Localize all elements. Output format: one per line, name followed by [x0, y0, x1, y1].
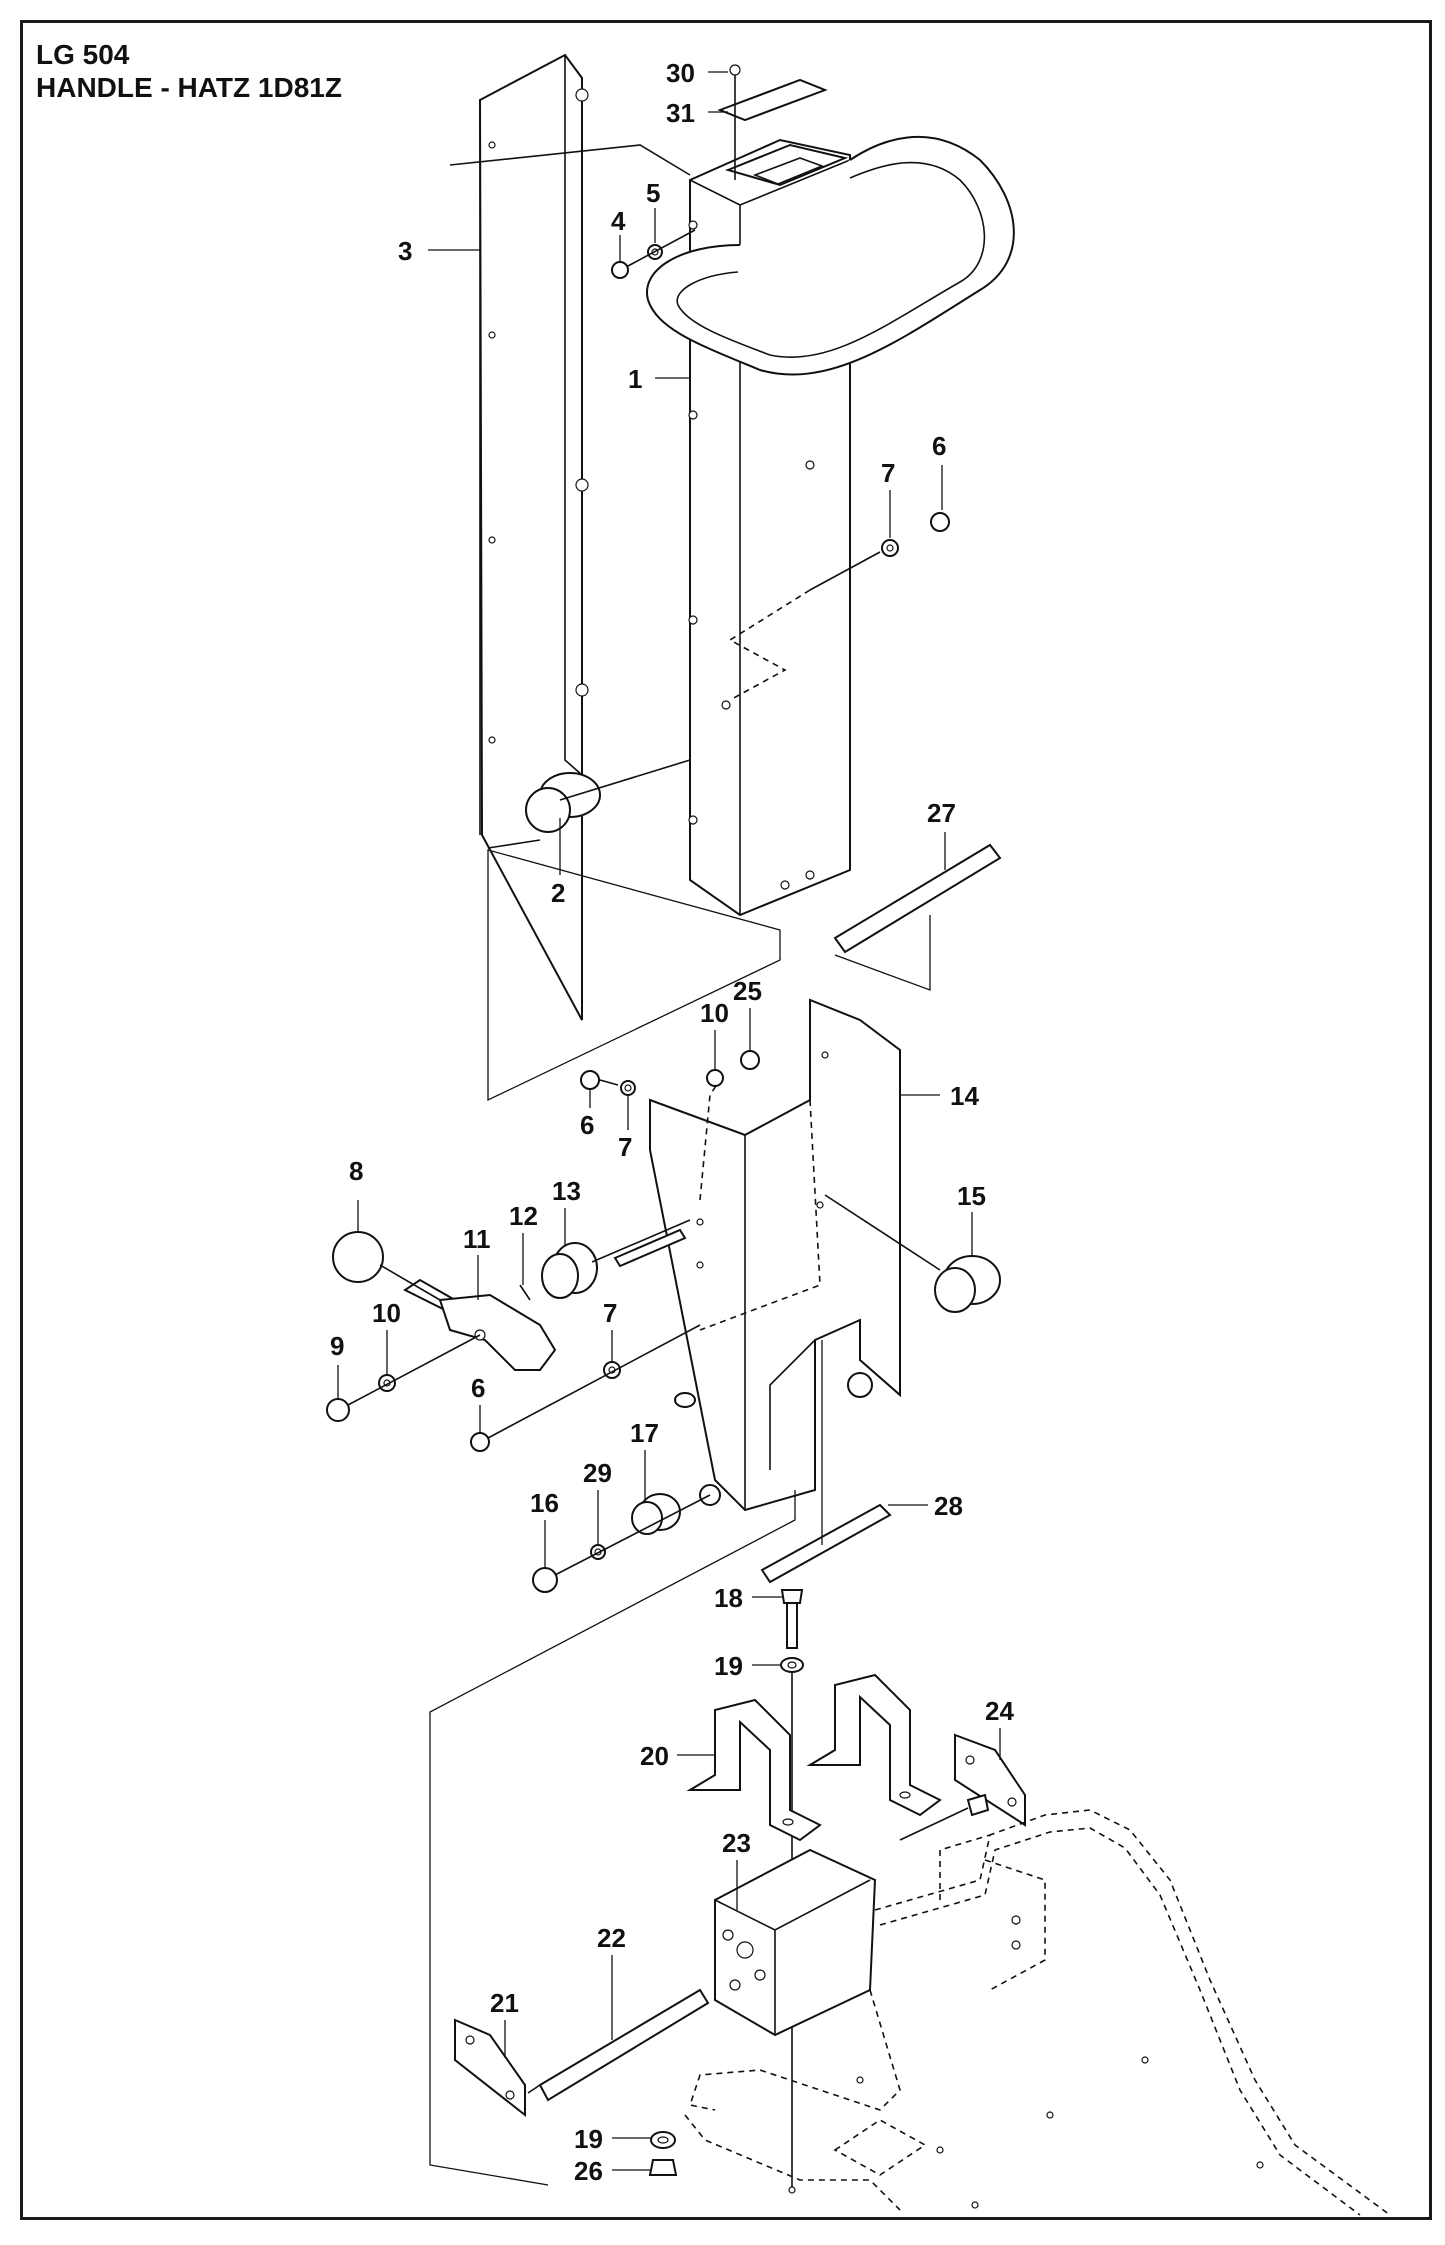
callout-17: 17 — [630, 1418, 659, 1448]
callout-7c: 7 — [603, 1298, 617, 1328]
callout-23: 23 — [722, 1828, 751, 1858]
callout-15: 15 — [957, 1181, 986, 1211]
part-14-bracket — [649, 998, 901, 1512]
part-24-plate — [899, 1733, 1026, 1841]
leader-lines — [337, 71, 1001, 2171]
callout-19b: 19 — [574, 2124, 603, 2154]
callout-10b: 10 — [372, 1298, 401, 1328]
part-2-buffer — [487, 759, 691, 849]
callout-11: 11 — [463, 1224, 491, 1254]
callout-27: 27 — [927, 798, 956, 828]
callout-16: 16 — [530, 1488, 559, 1518]
callout-1: 1 — [628, 364, 642, 394]
callout-21: 21 — [490, 1988, 519, 2018]
callout-3: 3 — [398, 236, 412, 266]
machine-frame-outline — [684, 1809, 1391, 2216]
callout-14: 14 — [950, 1081, 979, 1111]
part-1-handle-column — [645, 136, 1015, 917]
callout-25: 25 — [733, 976, 762, 1006]
part-15-buffer — [824, 1194, 1001, 1313]
callout-31: 31 — [666, 98, 695, 128]
callout-9: 9 — [330, 1331, 344, 1361]
callout-26: 26 — [574, 2156, 603, 2186]
part-19-26-bottom-fasteners — [648, 2131, 678, 2176]
callout-20: 20 — [640, 1741, 669, 1771]
callout-12: 12 — [509, 1201, 538, 1231]
callout-5: 5 — [646, 178, 660, 208]
part-30-31-screw-plate — [717, 64, 828, 180]
model-title: LG 504 — [36, 39, 130, 70]
callout-13: 13 — [552, 1176, 581, 1206]
callout-18: 18 — [714, 1583, 743, 1613]
diagram-subtitle: HANDLE - HATZ 1D81Z — [36, 72, 342, 103]
callout-10a: 10 — [700, 998, 729, 1028]
callout-28: 28 — [934, 1491, 963, 1521]
callout-30: 30 — [666, 58, 695, 88]
callout-2: 2 — [551, 878, 565, 908]
callout-24: 24 — [985, 1696, 1014, 1726]
pivot-parts — [532, 1493, 711, 1593]
callout-22: 22 — [597, 1923, 626, 1953]
lever-assembly — [326, 1050, 760, 1452]
callout-19a: 19 — [714, 1651, 743, 1681]
callout-4: 4 — [611, 206, 626, 236]
fasteners-top — [611, 229, 950, 701]
part-20-clamps — [686, 1673, 942, 1842]
callout-7a: 7 — [881, 458, 895, 488]
callout-6b: 6 — [580, 1110, 594, 1140]
part-21-22-plate-shaft — [454, 1988, 710, 2118]
callout-7b: 7 — [618, 1132, 632, 1162]
callout-labels: 30 31 3 5 4 1 6 7 2 27 10 25 6 7 14 8 13… — [330, 58, 1014, 2186]
callout-8: 8 — [349, 1156, 363, 1186]
part-23-tube — [714, 1848, 877, 2037]
part-27-bar — [833, 843, 1002, 991]
callout-6a: 6 — [932, 431, 946, 461]
callout-29: 29 — [583, 1458, 612, 1488]
callout-6c: 6 — [471, 1373, 485, 1403]
part-28-bar — [760, 1340, 892, 1584]
title-block: LG 504 HANDLE - HATZ 1D81Z — [36, 38, 342, 104]
